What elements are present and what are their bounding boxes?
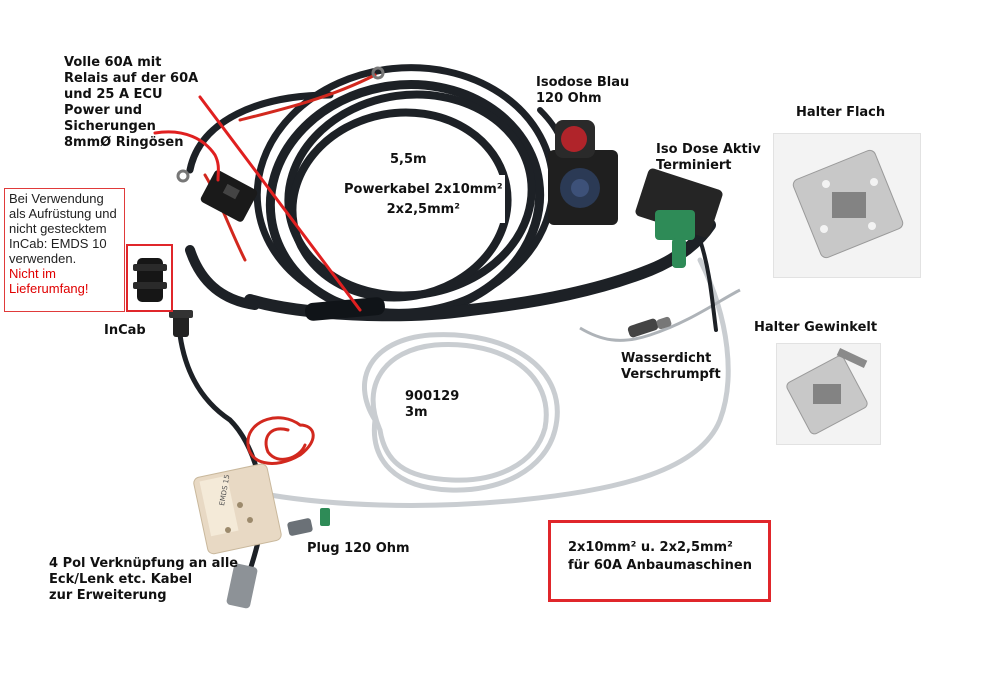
vier-pol-label-line: zur Erweiterung: [49, 588, 167, 603]
isodose-blau-socket: [548, 120, 618, 225]
powerkabel-label-line: Powerkabel 2x10mm²: [344, 182, 503, 197]
cable-900129-label: 900129 3m: [405, 389, 459, 421]
iso-dose-aktiv-label: Iso Dose Aktiv Terminiert: [656, 142, 761, 174]
wasserdicht-label-line: Verschrumpft: [621, 367, 721, 382]
relay-label-line: Sicherungen: [64, 119, 156, 134]
powerkabel-label-panel: [338, 175, 505, 223]
annotation-lines: [153, 95, 362, 312]
halter-flach-bracket: [792, 149, 904, 259]
plug-label: Plug 120 Ohm: [307, 541, 410, 556]
incab-connector: [169, 310, 193, 337]
relay-label-line: Power und: [64, 103, 143, 118]
relay-fuse-holder: [200, 170, 258, 222]
relay-label-line: und 25 A ECU: [64, 87, 163, 102]
halter-gewinkelt-bracket: [786, 348, 868, 435]
halter-gewinkelt-photo: [776, 343, 881, 445]
wasserdicht-label-line: Wasserdicht: [621, 351, 712, 366]
power-cable-length-label: 5,5m: [390, 152, 427, 167]
plug-120-ohm: [287, 508, 330, 536]
halter-flach-photo: [773, 133, 921, 278]
anbau-label-line: 2x10mm² u. 2x2,5mm²: [568, 540, 733, 555]
powerkabel-label-line: 2x2,5mm²: [386, 202, 460, 217]
isodose-blau-label-line: Isodose Blau: [536, 75, 630, 90]
halter-flach-label: Halter Flach: [796, 105, 886, 120]
cable-900129-label-line: 3m: [405, 405, 428, 420]
relay-label-line: Relais auf der 60A: [64, 71, 199, 86]
incab-note-line: als Aufrüstung und: [9, 206, 117, 221]
heat-shrink-junction: [305, 297, 385, 321]
anbau-label-line: für 60A Anbaumaschinen: [568, 558, 752, 573]
four-pol-connector: [226, 563, 258, 609]
cable-900129-label-line: 900129: [405, 389, 460, 404]
vier-pol-label-line: Eck/Lenk etc. Kabel: [49, 572, 193, 587]
grey-cable-900129: [267, 257, 731, 508]
incab-note-line: InCab: EMDS 10: [9, 236, 107, 251]
incab-label: InCab: [104, 323, 146, 338]
anbau-box: [548, 520, 771, 602]
relay-label-line: 8mmØ Ringösen: [64, 135, 184, 150]
isodose-blau-label: Isodose Blau 120 Ohm: [536, 75, 629, 107]
incab-note-line: nicht gestecktem: [9, 221, 107, 236]
incab-note-line: verwenden.: [9, 251, 77, 266]
incab-note: Bei Verwendung als Aufrüstung und nicht …: [4, 188, 125, 312]
wasserdicht-label: Wasserdicht Verschrumpft: [621, 351, 721, 383]
emds15-bag: [193, 463, 282, 555]
iso-dose-aktiv-label-line: Iso Dose Aktiv: [656, 142, 761, 157]
grey-lead: [579, 288, 741, 342]
incab-note-warning: Lieferumfang!: [9, 281, 89, 296]
ring-lug-icons: [176, 66, 385, 183]
halter-gewinkelt-label: Halter Gewinkelt: [754, 320, 878, 335]
isodose-blau-label-line: 120 Ohm: [536, 91, 602, 106]
iso-dose-aktiv-socket: [635, 168, 723, 268]
relay-label-line: Volle 60A mit: [64, 55, 162, 70]
incab-note-warning: Nicht im: [9, 266, 56, 281]
anbau-label: 2x10mm² u. 2x2,5mm² für 60A Anbaumaschin…: [568, 540, 752, 574]
vier-pol-label: 4 Pol Verknüpfung an alle Eck/Lenk etc. …: [49, 556, 238, 604]
relay-label: Volle 60A mit Relais auf der 60A und 25 …: [64, 55, 198, 151]
vier-pol-label-line: 4 Pol Verknüpfung an alle: [49, 556, 239, 571]
powerkabel-label: Powerkabel 2x10mm² 2x2,5mm²: [344, 182, 503, 218]
emds10-connector: [133, 258, 167, 302]
incab-note-line: Bei Verwendung: [9, 191, 104, 206]
wasserdicht-connector: [627, 316, 672, 338]
iso-dose-aktiv-label-line: Terminiert: [656, 158, 732, 173]
